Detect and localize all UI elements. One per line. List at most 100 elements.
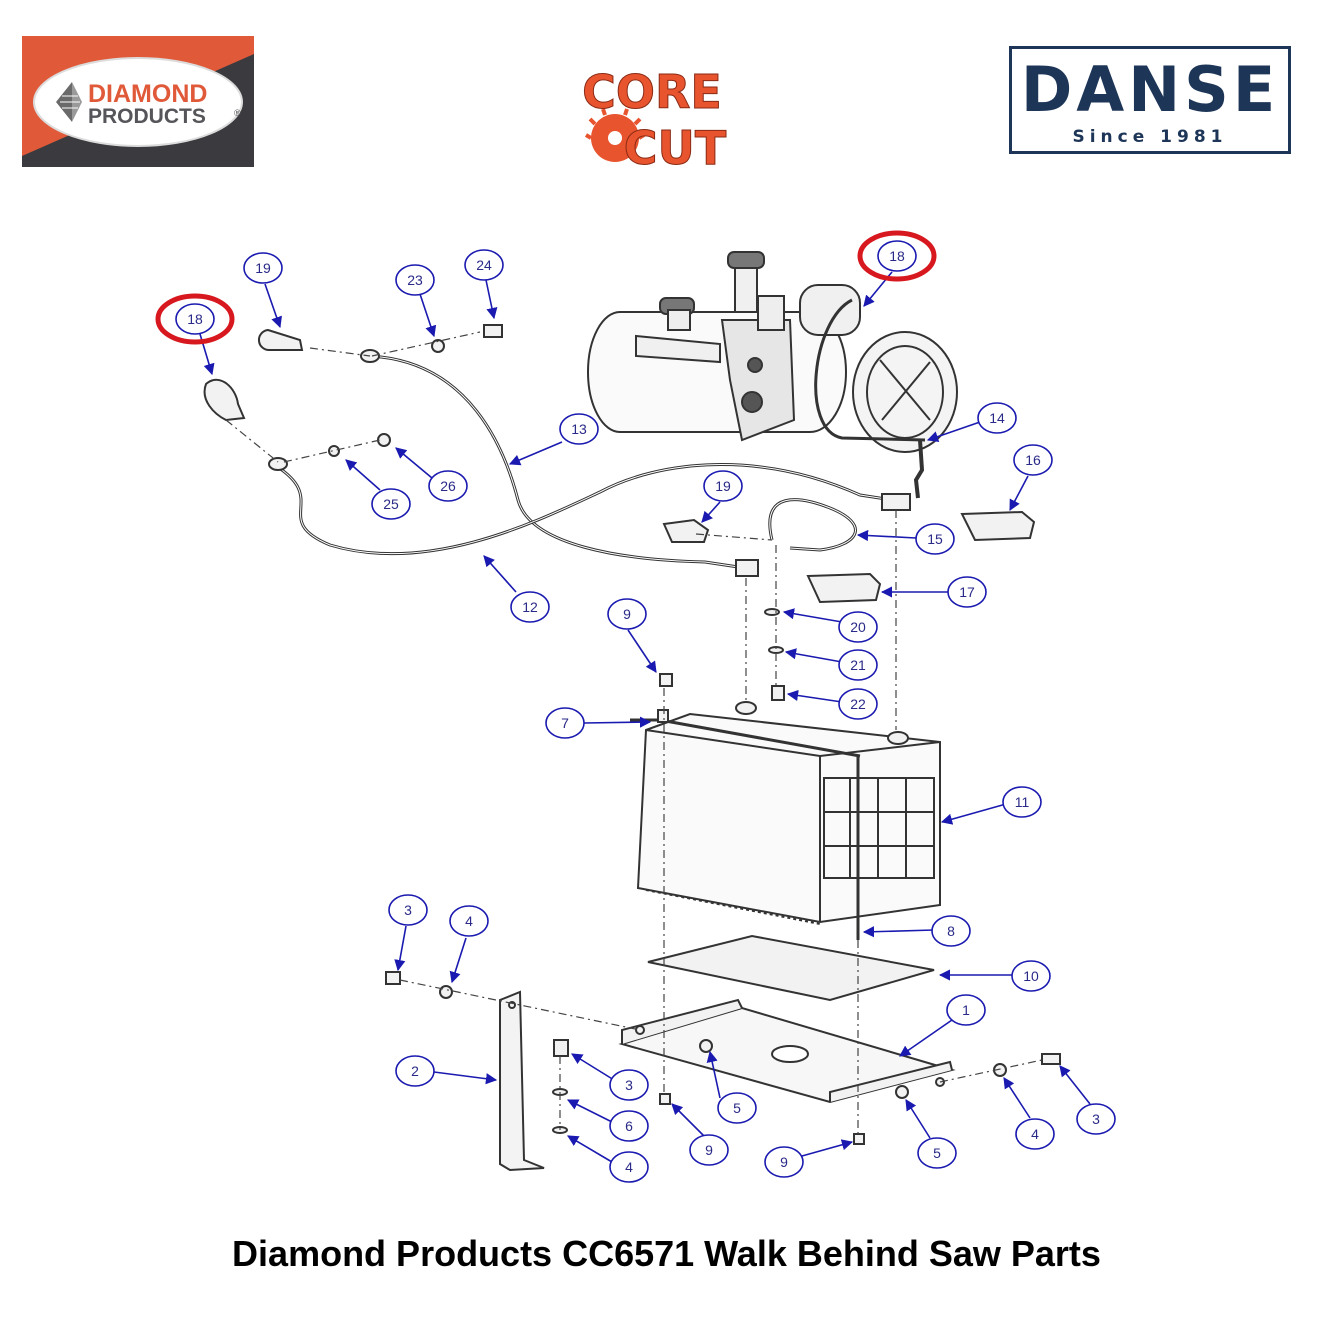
callout-bubble: [838, 649, 878, 681]
callout-26: 26: [428, 470, 468, 502]
logo-text-products: PRODUCTS: [88, 105, 206, 128]
highlight-ring: [857, 230, 937, 282]
callout-label: 24: [476, 257, 492, 273]
rod-end: [657, 709, 669, 723]
callout-bubble: [388, 894, 428, 926]
saw-blade-icon: [584, 108, 646, 162]
assembly-lines: [225, 331, 1043, 1134]
callout-bubble: [609, 1110, 649, 1142]
callout-12: 12: [510, 591, 550, 623]
callout-5: 5: [917, 1137, 957, 1169]
battery-mat: [647, 934, 935, 1002]
bolt: [553, 1039, 569, 1057]
callout-3: 3: [609, 1069, 649, 1101]
callout-label: 9: [623, 606, 631, 622]
callout-bubble: [977, 402, 1017, 434]
callout-bubbles: 1923241818131416262519151217920212271183…: [155, 230, 1116, 1183]
terminal-cover: [960, 510, 1036, 542]
callout-label: 21: [850, 657, 866, 673]
callout-9: 9: [607, 598, 647, 630]
callout-20: 20: [838, 611, 878, 643]
bolt: [385, 971, 401, 985]
callout-bubble: [559, 413, 599, 445]
callout-bubble: [717, 1092, 757, 1124]
callout-label: 12: [522, 599, 538, 615]
core-cut-logo: CORE CUT: [582, 65, 728, 173]
callout-label: 2: [411, 1063, 419, 1079]
callout-bubble: [510, 591, 550, 623]
callout-3: 3: [1076, 1103, 1116, 1135]
ring-terminal: [268, 457, 288, 471]
callout-label: 5: [933, 1145, 941, 1161]
terminal-boot: [662, 518, 710, 543]
callout-15: 15: [915, 523, 955, 555]
callout-18: 18: [155, 293, 235, 345]
mounting-bracket: [499, 990, 545, 1172]
diamond-icon: [56, 82, 82, 122]
danse-logo-since: Since 1981: [1072, 127, 1228, 147]
callout-bubble: [946, 994, 986, 1026]
callout-label: 1: [962, 1002, 970, 1018]
callout-5: 5: [717, 1092, 757, 1124]
callout-9: 9: [689, 1134, 729, 1166]
callout-1: 1: [946, 994, 986, 1026]
logo-oval: [33, 57, 243, 147]
callout-18: 18: [857, 230, 937, 282]
callout-4: 4: [449, 905, 489, 937]
callout-bubble: [371, 488, 411, 520]
battery-cables: [275, 354, 906, 570]
callout-label: 4: [1031, 1126, 1039, 1142]
callout-bubble: [609, 1151, 649, 1183]
hydraulic-pump-motor: [587, 251, 958, 453]
callout-3: 3: [388, 894, 428, 926]
callout-2: 2: [395, 1055, 435, 1087]
callout-label: 3: [1092, 1111, 1100, 1127]
callout-label: 3: [404, 902, 412, 918]
battery-clamp: [881, 493, 911, 511]
callout-label: 7: [561, 715, 569, 731]
callout-17: 17: [947, 576, 987, 608]
callout-19: 19: [703, 470, 743, 502]
bolt: [483, 324, 503, 338]
callout-bubble: [395, 1055, 435, 1087]
callout-bubble: [703, 470, 743, 502]
nut: [853, 1133, 865, 1145]
callout-bubble: [838, 688, 878, 720]
callout-14: 14: [977, 402, 1017, 434]
callout-24: 24: [464, 249, 504, 281]
callout-label: 17: [959, 584, 975, 600]
callout-label: 4: [625, 1159, 633, 1175]
logo-text-diamond: DIAMOND: [88, 80, 207, 108]
callout-bubble: [947, 576, 987, 608]
logo-text-core: CORE: [582, 65, 722, 119]
nut: [377, 433, 391, 447]
callout-bubble: [428, 470, 468, 502]
callout-4: 4: [609, 1151, 649, 1183]
bolt: [771, 685, 785, 701]
callout-13: 13: [559, 413, 599, 445]
callout-6: 6: [609, 1110, 649, 1142]
nut: [895, 1085, 909, 1099]
callout-bubble: [877, 240, 917, 272]
washer: [431, 339, 445, 353]
battery: [636, 701, 941, 925]
highlight-ring: [155, 293, 235, 345]
danse-logo: DANSE Since 1981: [1009, 46, 1291, 154]
callout-label: 22: [850, 696, 866, 712]
callout-10: 10: [1011, 960, 1051, 992]
logo-registered-mark: ®: [234, 108, 241, 118]
callout-label: 25: [383, 496, 399, 512]
callout-bubble: [838, 611, 878, 643]
nut: [659, 1093, 671, 1105]
callout-bubble: [464, 249, 504, 281]
terminal-boot: [203, 378, 246, 422]
callout-bubble: [917, 1137, 957, 1169]
callout-25: 25: [371, 488, 411, 520]
callout-label: 19: [715, 478, 731, 494]
callout-bubble: [609, 1069, 649, 1101]
callout-21: 21: [838, 649, 878, 681]
callout-11: 11: [1002, 786, 1042, 818]
callout-bubble: [931, 915, 971, 947]
callout-label: 4: [465, 913, 473, 929]
